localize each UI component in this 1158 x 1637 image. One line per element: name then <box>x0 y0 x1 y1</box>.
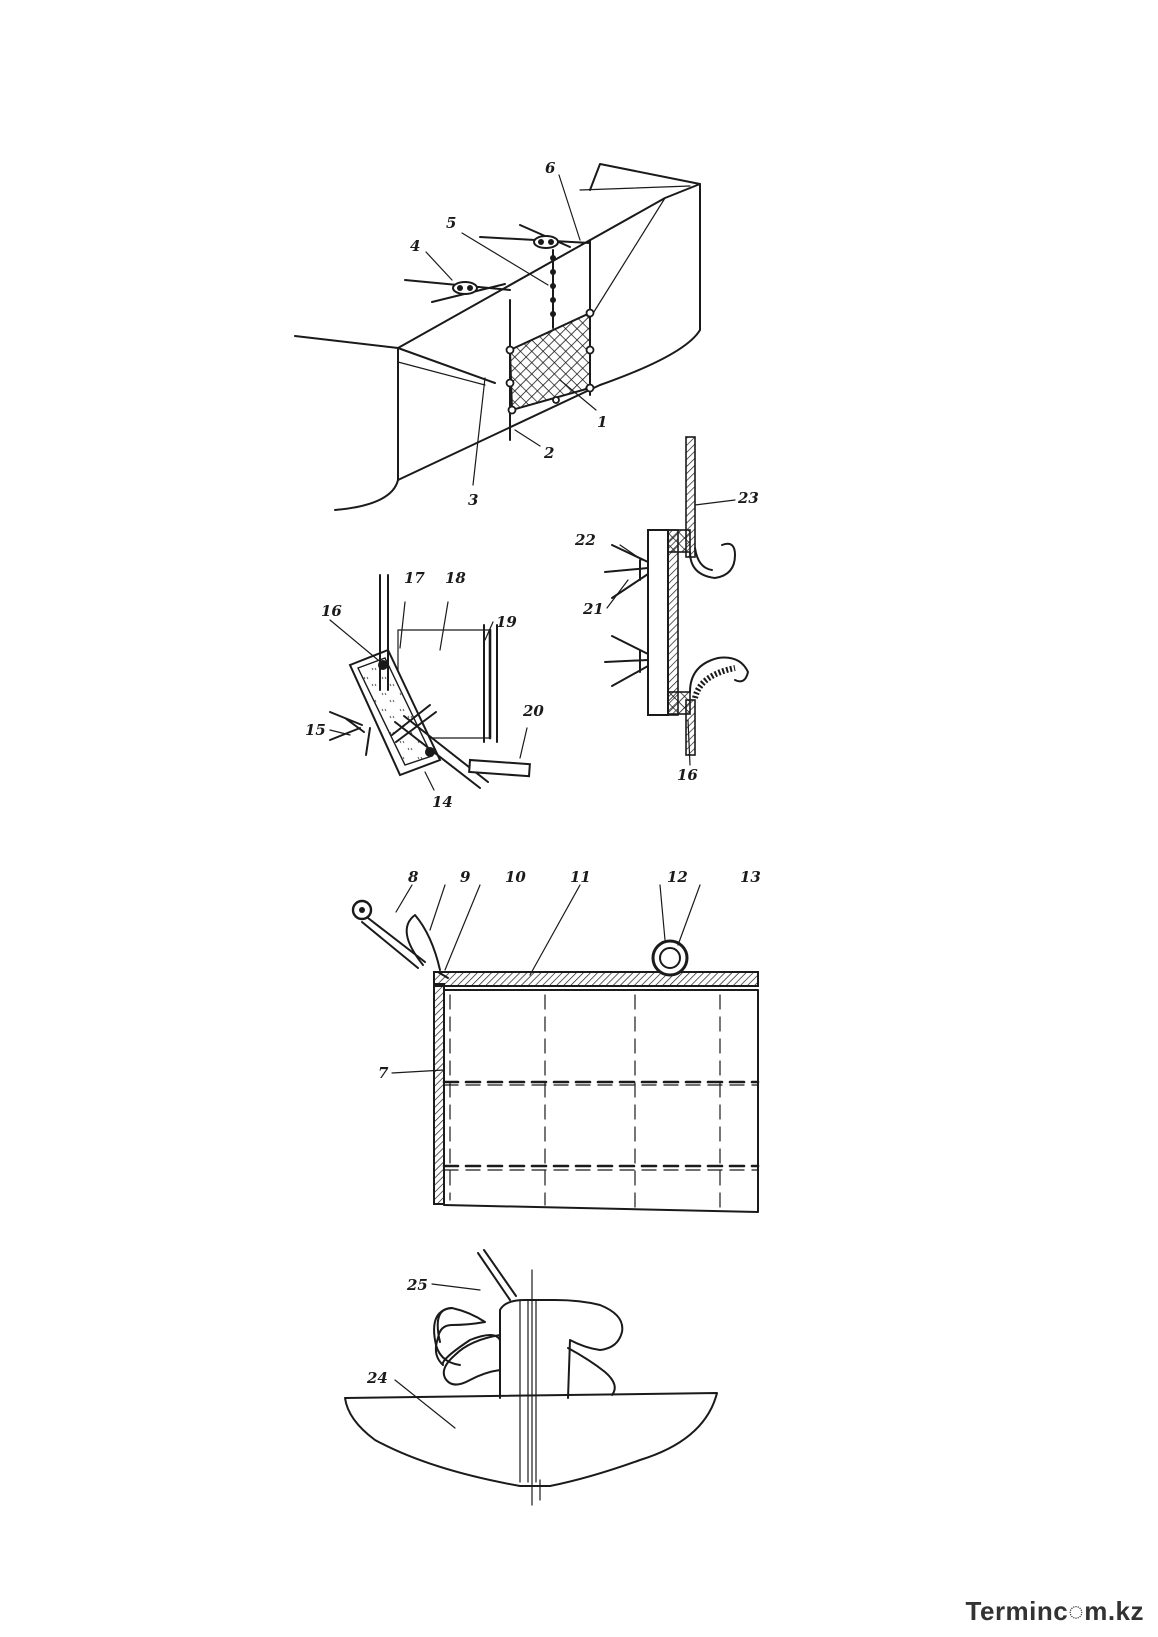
label-25: 25 <box>406 1276 428 1294</box>
label-23: 23 <box>737 489 759 507</box>
label-21: 21 <box>582 600 604 618</box>
bollard-left <box>404 279 511 303</box>
label-3: 3 <box>468 491 478 509</box>
label-1: 1 <box>597 413 607 431</box>
label-10: 10 <box>505 868 526 886</box>
net-panel-figure <box>351 884 760 1213</box>
label-14: 14 <box>432 793 453 811</box>
label-8: 8 <box>408 868 419 886</box>
label-17: 17 <box>404 569 425 587</box>
cleat-figure <box>344 1249 718 1506</box>
label-19: 19 <box>496 613 517 631</box>
label-11: 11 <box>570 868 591 886</box>
label-20: 20 <box>522 702 544 720</box>
label-4: 4 <box>410 237 420 255</box>
label-13: 13 <box>740 868 761 886</box>
site-watermark: Terminc◌m.kz <box>966 1596 1144 1627</box>
label-12: 12 <box>667 868 688 886</box>
label-6: 6 <box>545 159 556 177</box>
label-15: 15 <box>305 721 326 739</box>
label-22: 22 <box>574 531 596 549</box>
label-24: 24 <box>366 1369 388 1387</box>
callout-labels: 6 5 4 1 2 3 16 17 18 19 20 15 14 23 22 2… <box>305 159 761 1387</box>
frame-section-figure <box>329 574 531 791</box>
label-2: 2 <box>543 444 554 462</box>
bollard-right <box>479 224 591 249</box>
label-9: 9 <box>460 868 471 886</box>
label-18: 18 <box>445 569 466 587</box>
label-5: 5 <box>446 214 456 232</box>
fender-section-figure <box>604 436 749 766</box>
hull-figure <box>294 163 701 511</box>
label-7: 7 <box>378 1064 389 1082</box>
label-16b: 16 <box>677 766 698 784</box>
watermark-text: Terminc◌m.kz <box>965 1596 1144 1626</box>
label-16a: 16 <box>321 602 342 620</box>
